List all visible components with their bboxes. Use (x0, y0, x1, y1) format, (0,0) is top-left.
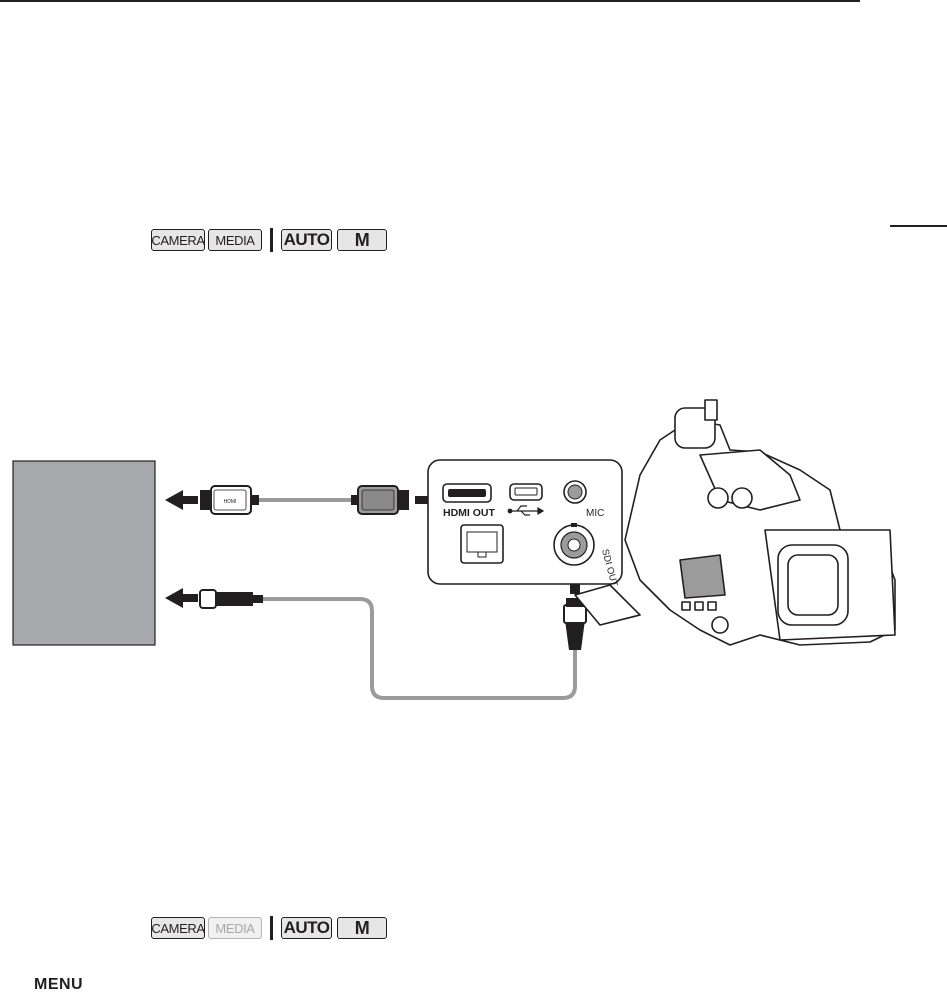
bnc-plug-right (563, 598, 587, 650)
external-monitor (12, 460, 156, 646)
hdmi-cable-label: HDMI (224, 499, 237, 505)
connection-diagram: HDMI (12, 399, 896, 700)
manual-mode-badge: M (337, 917, 387, 939)
manual-mode-badge: M (337, 229, 387, 251)
sdi-arrow-icon (165, 588, 198, 608)
port-panel: HDMI OUT MIC SDI OUT (427, 459, 623, 588)
media-mode-badge-disabled: MEDIA (208, 917, 262, 939)
hdmi-plug-right (351, 485, 409, 515)
media-mode-badge: MEDIA (208, 229, 262, 251)
hdmi-arrow-icon (165, 490, 198, 510)
hdmi-out-label: HDMI OUT (443, 507, 495, 519)
camcorder-illustration (574, 399, 896, 646)
auto-mode-badge: AUTO (281, 917, 332, 939)
menu-icon: MENU (34, 976, 84, 993)
operating-modes-row-2: CAMERA MEDIA AUTO M (151, 916, 390, 940)
operating-modes-row-1: CAMERA MEDIA AUTO M (151, 228, 390, 252)
mode-separator (270, 228, 273, 252)
hdmi-plug-left: HDMI (200, 485, 259, 515)
mode-separator (270, 916, 273, 940)
usb-icon (507, 505, 545, 516)
bnc-plug-left (199, 589, 263, 609)
sdi-cable (263, 597, 577, 700)
camera-mode-badge: CAMERA (151, 229, 205, 251)
camera-mode-badge: CAMERA (151, 917, 205, 939)
auto-mode-badge: AUTO (281, 229, 332, 251)
header-rule (0, 0, 860, 2)
chapter-tab-marker (890, 225, 947, 227)
mic-label: MIC (586, 508, 604, 519)
